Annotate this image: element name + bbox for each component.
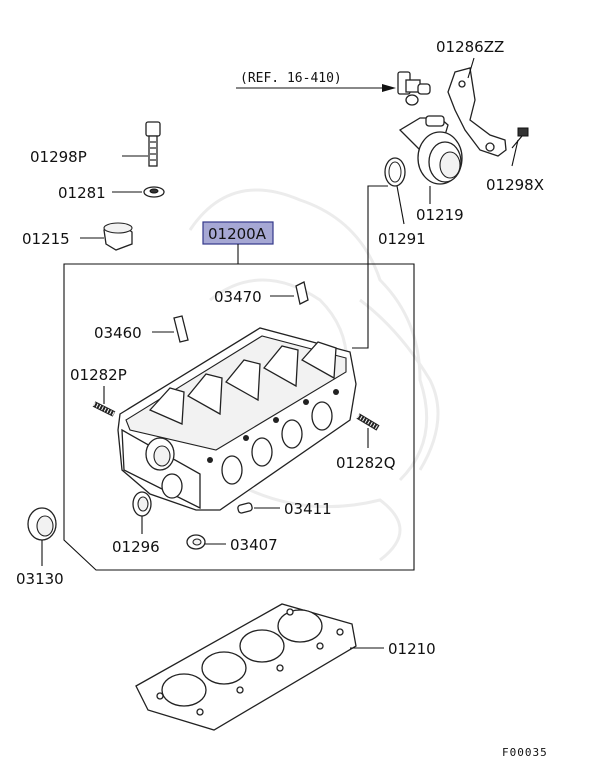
plug-part-03407: 03407 xyxy=(186,534,278,554)
label-03411: 03411 xyxy=(284,500,332,518)
ref-label: (REF. 16-410) xyxy=(240,71,342,86)
label-03470: 03470 xyxy=(214,288,262,306)
oil-seal-part-03130: 03130 xyxy=(16,507,64,588)
label-03407: 03407 xyxy=(230,536,278,554)
stud-part-01282Q: 01282Q xyxy=(336,413,396,472)
label-01291: 01291 xyxy=(378,230,426,248)
cam-sensor-part xyxy=(397,71,431,106)
bolt-part-01298P: 01298P xyxy=(30,121,161,167)
assembly-01200A[interactable]: 01200A xyxy=(202,221,274,264)
cylinder-head-part xyxy=(117,327,357,511)
label-01219: 01219 xyxy=(416,206,464,224)
plug-part-03411: 03411 xyxy=(237,500,332,518)
oring-part-01291: 01291 xyxy=(352,157,426,349)
label-01298P: 01298P xyxy=(30,148,87,166)
figure-code: F00035 xyxy=(502,746,548,759)
label-01215: 01215 xyxy=(22,230,70,248)
label-01286ZZ: 01286ZZ xyxy=(436,38,504,56)
cap-part-01215: 01215 xyxy=(22,222,133,251)
label-01200A: 01200A xyxy=(208,225,267,243)
label-01298X: 01298X xyxy=(486,176,544,194)
bracket-part-01286ZZ: 01286ZZ xyxy=(436,38,507,157)
label-03460: 03460 xyxy=(94,324,142,342)
label-01282P: 01282P xyxy=(70,366,127,384)
label-01282Q: 01282Q xyxy=(336,454,396,472)
seal-part-01296: 01296 xyxy=(112,491,160,556)
head-gasket-part-01210: 01210 xyxy=(135,603,436,731)
housing-part-01219: 01219 xyxy=(398,115,464,224)
label-01210: 01210 xyxy=(388,640,436,658)
washer-part-01281: 01281 xyxy=(58,184,165,202)
guide-part-03460: 03460 xyxy=(94,315,189,343)
assembly-frame xyxy=(63,263,415,571)
stud-part-01282P: 01282P xyxy=(70,366,127,417)
bolt-part-01298X: 01298X xyxy=(486,127,544,194)
label-01296: 01296 xyxy=(112,538,160,556)
dowel-part-03470: 03470 xyxy=(214,281,309,306)
label-03130: 03130 xyxy=(16,570,64,588)
label-01281: 01281 xyxy=(58,184,106,202)
ref-callout: (REF. 16-410) xyxy=(236,71,396,92)
